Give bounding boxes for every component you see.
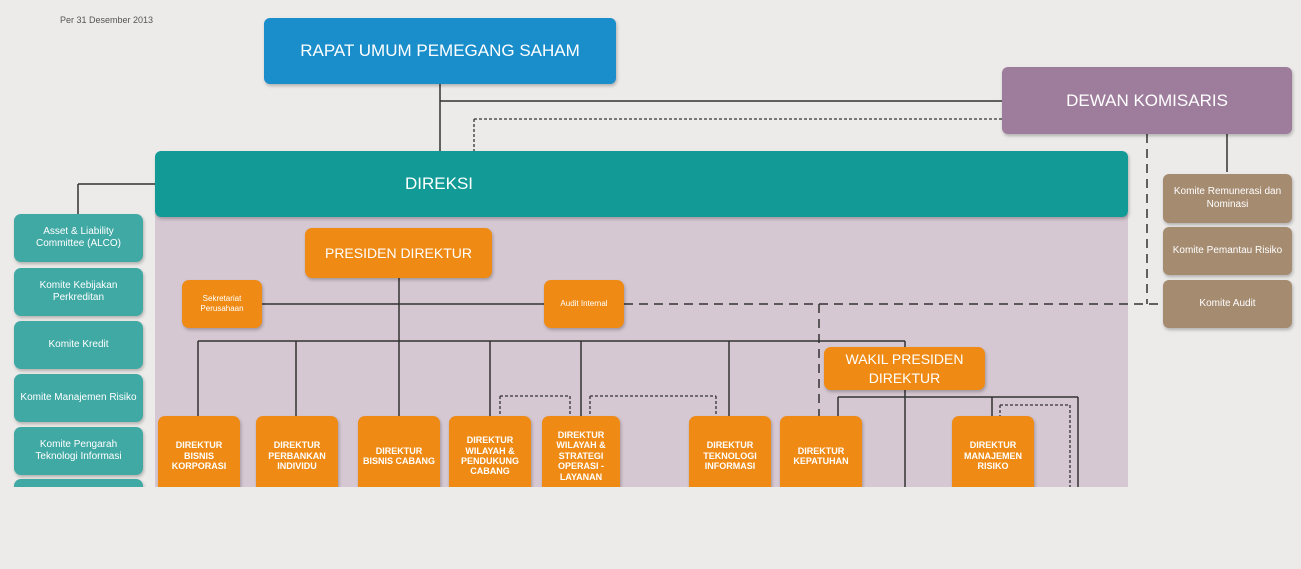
audit-internal-box: Audit Internal: [544, 280, 624, 328]
direktur-wilayah-pendukung: DIREKTUR WILAYAH & PENDUKUNG CABANG: [449, 416, 531, 496]
dewan-komisaris-box: DEWAN KOMISARIS: [1002, 67, 1292, 134]
direksi-bar: DIREKSI: [155, 151, 1128, 217]
direktur-wilayah-strategi: DIREKTUR WILAYAH & STRATEGI OPERASI - LA…: [542, 416, 620, 496]
committee-manajemen-risiko: Komite Manajemen Risiko: [14, 374, 143, 422]
rups-box: RAPAT UMUM PEMEGANG SAHAM: [264, 18, 616, 84]
cropped-area: [0, 487, 1301, 569]
date-label: Per 31 Desember 2013: [60, 15, 154, 25]
committee-pengarah-ti: Komite Pengarah Teknologi Informasi: [14, 427, 143, 475]
committee-kredit: Komite Kredit: [14, 321, 143, 369]
direktur-bisnis-korporasi: DIREKTUR BISNIS KORPORASI: [158, 416, 240, 496]
direktur-bisnis-cabang: DIREKTUR BISNIS CABANG: [358, 416, 440, 496]
direktur-kepatuhan: DIREKTUR KEPATUHAN: [780, 416, 862, 496]
sekretariat-box: Sekretariat Perusahaan: [182, 280, 262, 328]
direktur-perbankan-individu: DIREKTUR PERBANKAN INDIVIDU: [256, 416, 338, 496]
wakil-presiden-box: WAKIL PRESIDEN DIREKTUR: [824, 347, 985, 390]
presiden-direktur-box: PRESIDEN DIREKTUR: [305, 228, 492, 278]
committee-pemantau-risiko: Komite Pemantau Risiko: [1163, 227, 1292, 275]
direktur-teknologi-informasi: DIREKTUR TEKNOLOGI INFORMASI: [689, 416, 771, 496]
committee-audit: Komite Audit: [1163, 280, 1292, 328]
committee-remunerasi: Komite Remunerasi dan Nominasi: [1163, 174, 1292, 223]
committee-kebijakan-perkreditan: Komite Kebijakan Perkreditan: [14, 268, 143, 316]
committee-alco: Asset & Liability Committee (ALCO): [14, 214, 143, 262]
direktur-manajemen-risiko: DIREKTUR MANAJEMEN RISIKO: [952, 416, 1034, 496]
